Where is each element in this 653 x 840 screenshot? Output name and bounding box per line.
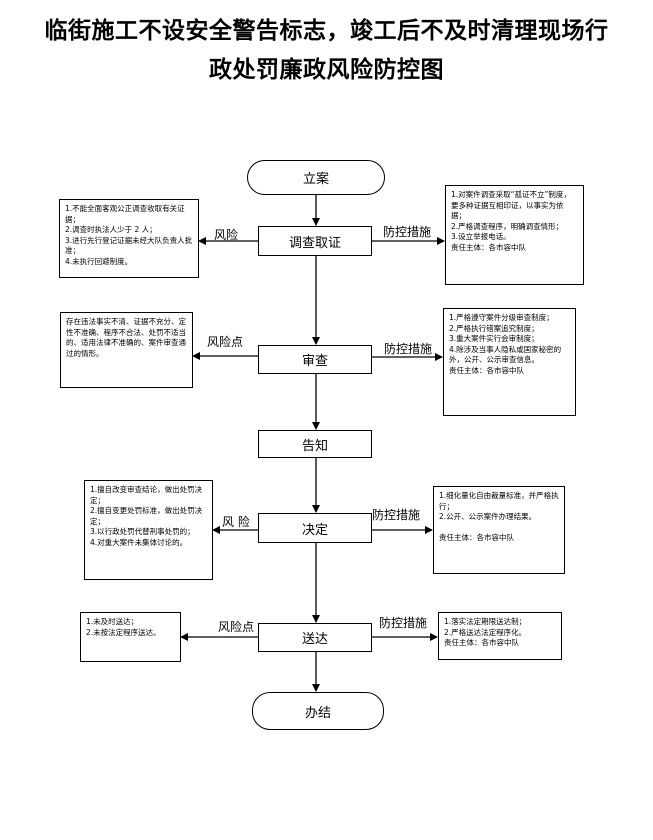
step-diaocha: 调查取证	[258, 226, 372, 256]
risk-box-3: 1.擅自改变审查结论，做出处罚决定； 2.擅自变更处罚标准，做出处罚决定； 3.…	[84, 480, 213, 580]
step-lian-label: 立案	[302, 172, 329, 187]
step-jueding-label: 决定	[301, 522, 328, 538]
risk-label-4: 风险点	[218, 620, 255, 634]
measure-label-1: 防控措施	[383, 225, 432, 239]
step-diaocha-label: 调查取证	[288, 235, 341, 251]
step-shencha-label: 审查	[301, 354, 328, 369]
measure-box-4: 1.落实法定期限送达制； 2.严格送达法定程序化。 责任主体：各市容中队	[438, 612, 562, 660]
risk-box-2: 存在违法事实不清、证据不充分、定性不准确、程序不合法、处罚不适当的、适用法律不准…	[60, 312, 193, 388]
measure-label-3: 防控措施	[372, 508, 421, 522]
page-title-line-1: 临街施工不设安全警告标志，竣工后不及时清理现场行	[44, 18, 609, 44]
step-gaozhi-label: 告知	[301, 438, 328, 454]
risk-box-1: 1.不能全面客观公正调查收取有关证据； 2.调查时执法人少于 2 人； 3.进行…	[59, 199, 199, 278]
step-songda-label: 送达	[301, 632, 328, 647]
step-jueding: 决定	[258, 513, 372, 543]
step-banjie-label: 办结	[304, 705, 331, 721]
step-songda: 送达	[258, 623, 372, 652]
measure-box-1: 1.对案件调查采取“孤证不立”制度，要多种证据互相印证，以事实为依据； 2.严格…	[445, 185, 584, 285]
step-lian: 立案	[247, 160, 385, 195]
measure-label-2: 防控措施	[384, 342, 433, 356]
measure-box-3: 1.细化量化自由裁量标准，并严格执行； 2.公开、公示案件办理结果。 责任主体：…	[433, 486, 565, 574]
risk-label-1: 风险	[214, 228, 239, 242]
risk-label-3: 风 险	[222, 515, 250, 529]
measure-label-4: 防控措施	[379, 616, 428, 630]
risk-label-2: 风险点	[207, 335, 244, 349]
step-shencha: 审查	[258, 345, 372, 374]
step-banjie: 办结	[252, 692, 384, 730]
measure-box-2: 1.严格遵守案件分级审查制度； 2.严格执行错案追究制度； 3.重大案件实行会审…	[443, 308, 576, 416]
risk-box-4: 1.未及时送达； 2.未按法定程序送达。	[80, 612, 181, 662]
page-title-line-2: 政处罚廉政风险防控图	[209, 57, 444, 83]
step-gaozhi: 告知	[258, 430, 372, 458]
